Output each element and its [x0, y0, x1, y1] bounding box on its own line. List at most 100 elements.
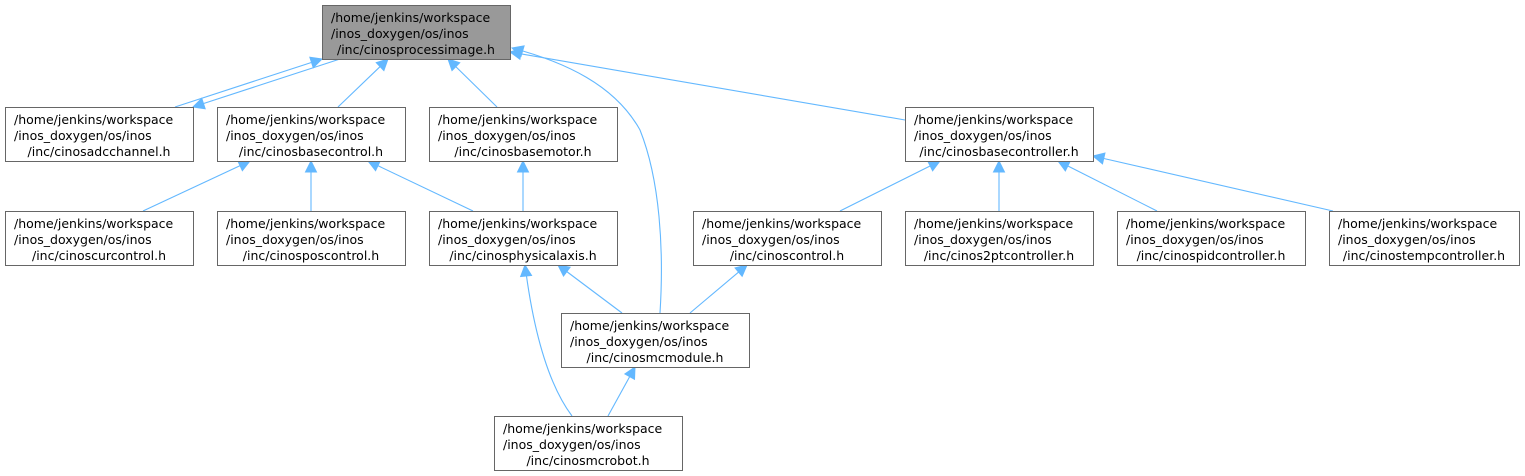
node-label-line: /inc/cinosadcchannel.h: [28, 144, 171, 159]
edge-line: [174, 61, 313, 108]
arrow-head-icon: [623, 366, 636, 381]
node-label-line: /inc/cinoscontrol.h: [730, 248, 844, 263]
node-twoptcontroller[interactable]: /home/jenkins/workspace/inos_doxygen/os/…: [905, 211, 1094, 266]
node-label-line: /home/jenkins/workspace: [503, 421, 663, 436]
edge-basemotor-to-processimage: [447, 58, 498, 108]
node-label-line: /inc/cinos2ptcontroller.h: [924, 248, 1074, 263]
node-label-line: /home/jenkins/workspace: [226, 112, 386, 127]
edge-mcrobot-to-mcmodule: [607, 366, 636, 417]
node-label-line: /home/jenkins/workspace: [1338, 216, 1498, 231]
edge-physicalaxis-to-basecontrol: [366, 160, 474, 212]
node-tempcontroller[interactable]: /home/jenkins/workspace/inos_doxygen/os/…: [1329, 211, 1520, 266]
node-label-line: /inc/cinospidcontroller.h: [1137, 248, 1286, 263]
node-label-line: /inc/cinosmcmodule.h: [587, 350, 724, 365]
edge-mcmodule-to-physicalaxis: [557, 264, 623, 314]
edge-adcchannel-to-processimage: [174, 56, 324, 108]
node-label-line: /inos_doxygen/os/inos: [226, 128, 364, 143]
edge-line: [1102, 157, 1334, 212]
node-box: [5, 211, 194, 266]
edge-control-to-basecontroller: [839, 160, 942, 212]
node-label-line: /inos_doxygen/os/inos: [226, 232, 364, 247]
edge-basecontroller-to-processimage: [508, 47, 906, 121]
arrow-head-icon: [366, 160, 382, 172]
node-box: [5, 107, 194, 162]
edge-poscontrol-to-basecontrol: [304, 159, 318, 211]
arrow-head-icon: [557, 264, 571, 277]
node-label-line: /inc/cinosbasemotor.h: [454, 144, 591, 159]
node-box: [322, 5, 511, 60]
node-label-line: /inos_doxygen/os/inos: [914, 128, 1052, 143]
node-box: [429, 211, 618, 266]
edge-physicalaxis-to-basemotor: [516, 159, 530, 211]
edge-line: [337, 65, 382, 108]
node-label-line: /inos_doxygen/os/inos: [331, 26, 469, 41]
node-box: [494, 416, 683, 471]
arrow-head-icon: [309, 56, 324, 69]
edge-line: [689, 271, 740, 314]
node-label-line: /inc/cinosprocessimage.h: [337, 42, 495, 57]
node-label-line: /home/jenkins/workspace: [331, 10, 491, 25]
node-label-line: /inc/cinosbasecontrol.h: [239, 144, 383, 159]
node-curcontrol[interactable]: /home/jenkins/workspace/inos_doxygen/os/…: [5, 211, 194, 266]
node-adcchannel[interactable]: /home/jenkins/workspace/inos_doxygen/os/…: [5, 107, 194, 162]
edge-line: [376, 164, 474, 212]
node-box: [905, 107, 1094, 162]
arrow-head-icon: [508, 47, 523, 61]
edges-layer: [142, 45, 1334, 417]
node-label-line: /home/jenkins/workspace: [438, 112, 598, 127]
node-label-line: /inc/cinostempcontroller.h: [1343, 248, 1505, 263]
node-label-line: /inos_doxygen/os/inos: [503, 437, 641, 452]
arrow-head-icon: [236, 160, 252, 172]
node-box: [1117, 211, 1306, 266]
node-box: [429, 107, 618, 162]
edge-line: [565, 270, 623, 314]
edge-line: [1066, 165, 1158, 212]
node-label-line: /inos_doxygen/os/inos: [1126, 232, 1264, 247]
edge-line: [839, 164, 932, 212]
node-label-line: /inos_doxygen/os/inos: [438, 128, 576, 143]
node-label-line: /inos_doxygen/os/inos: [570, 334, 708, 349]
edge-line: [202, 58, 341, 105]
edge-twoptcontroller-to-basecontroller: [992, 159, 1006, 211]
arrow-head-icon: [519, 263, 533, 278]
node-mcrobot[interactable]: /home/jenkins/workspace/inos_doxygen/os/…: [494, 416, 683, 471]
node-label-line: /home/jenkins/workspace: [1126, 216, 1286, 231]
arrow-head-icon: [516, 159, 530, 173]
node-label-line: /inos_doxygen/os/inos: [438, 232, 576, 247]
node-label-line: /inos_doxygen/os/inos: [14, 232, 152, 247]
node-box: [693, 211, 882, 266]
node-pidcontroller[interactable]: /home/jenkins/workspace/inos_doxygen/os/…: [1117, 211, 1306, 266]
edge-line: [454, 65, 498, 108]
node-poscontrol[interactable]: /home/jenkins/workspace/inos_doxygen/os/…: [217, 211, 406, 266]
node-label-line: /home/jenkins/workspace: [702, 216, 862, 231]
arrow-head-icon: [375, 58, 389, 72]
node-box: [217, 107, 406, 162]
node-label-line: /inc/cinosposcontrol.h: [243, 248, 379, 263]
edge-line: [524, 264, 573, 417]
edge-line: [142, 164, 242, 212]
node-label-line: /home/jenkins/workspace: [914, 216, 1074, 231]
node-label-line: /inos_doxygen/os/inos: [702, 232, 840, 247]
edge-line: [511, 47, 662, 314]
node-control[interactable]: /home/jenkins/workspace/inos_doxygen/os/…: [693, 211, 882, 266]
node-physicalaxis[interactable]: /home/jenkins/workspace/inos_doxygen/os/…: [429, 211, 618, 266]
node-label-line: /home/jenkins/workspace: [438, 216, 598, 231]
node-label-line: /home/jenkins/workspace: [14, 216, 174, 231]
edge-pidcontroller-to-basecontroller: [1057, 160, 1158, 212]
edge-mcmodule-to-processimage: [510, 45, 662, 314]
node-label-line: /inc/cinosbasecontroller.h: [919, 144, 1078, 159]
arrow-head-icon: [447, 58, 461, 72]
node-mcmodule[interactable]: /home/jenkins/workspace/inos_doxygen/os/…: [561, 313, 750, 368]
edge-tempcontroller-to-basecontroller: [1091, 152, 1334, 212]
node-label-line: /inos_doxygen/os/inos: [14, 128, 152, 143]
node-label-line: /inos_doxygen/os/inos: [1338, 232, 1476, 247]
edge-processimage-to-adcchannel: [191, 58, 341, 110]
nodes-layer: /home/jenkins/workspace/inos_doxygen/os/…: [5, 5, 1520, 471]
edge-basecontrol-to-processimage: [337, 58, 389, 108]
node-box: [561, 313, 750, 368]
node-basecontroller[interactable]: /home/jenkins/workspace/inos_doxygen/os/…: [905, 107, 1094, 162]
node-basemotor[interactable]: /home/jenkins/workspace/inos_doxygen/os/…: [429, 107, 618, 162]
node-basecontrol[interactable]: /home/jenkins/workspace/inos_doxygen/os/…: [217, 107, 406, 162]
arrow-head-icon: [304, 159, 318, 173]
